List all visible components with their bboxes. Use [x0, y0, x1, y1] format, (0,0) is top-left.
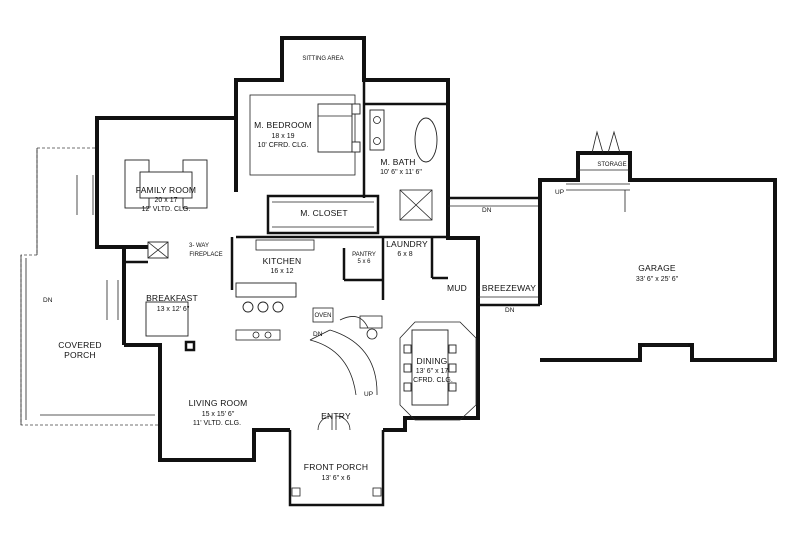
- exterior-walls: [95, 36, 480, 462]
- garage-size: 33' 6" x 25' 6": [636, 276, 679, 283]
- master-closet-walls: [266, 194, 380, 235]
- family-room-ceiling: 12' VLTD. CLG.: [142, 206, 191, 213]
- breakfast-label: BREAKFAST: [146, 293, 198, 303]
- family-room-furniture: [76, 159, 208, 215]
- storage-label: STORAGE: [597, 162, 626, 168]
- living-room-size: 15 x 15' 6": [202, 411, 235, 418]
- dn-marker-breezeway-south: DN: [505, 307, 515, 314]
- breakfast-furniture: [106, 280, 196, 352]
- dining-room: [399, 321, 477, 421]
- up-marker-garage: UP: [555, 189, 564, 196]
- master-bath-label: M. BATH: [380, 157, 415, 167]
- pantry-size: 5 x 6: [357, 259, 371, 265]
- master-bedroom-ceiling: 10' CFRD. CLG.: [258, 142, 309, 149]
- garage-label: GARAGE: [638, 263, 676, 273]
- master-bedroom-interior: [249, 80, 366, 198]
- dining-ceiling: CFRD. CLG.: [413, 377, 453, 384]
- master-bath-size: 10' 6" x 11' 6": [380, 169, 422, 176]
- dn-marker-breezeway-north: DN: [482, 207, 492, 214]
- oven-label: OVEN: [314, 313, 331, 319]
- entry-label: ENTRY: [321, 411, 351, 421]
- living-room-ceiling: 11' VLTD. CLG.: [193, 420, 241, 427]
- kitchen-fixtures: [235, 239, 315, 341]
- fireplace-label-line2: FIREPLACE: [189, 252, 222, 258]
- covered-porch-label-line2: PORCH: [64, 350, 96, 360]
- kitchen-size: 16 x 12: [271, 268, 294, 275]
- master-bath-fixtures: [364, 102, 448, 221]
- living-room-label: LIVING ROOM: [189, 398, 248, 408]
- front-porch: [288, 430, 385, 507]
- garage: [538, 130, 777, 362]
- pantry-label: PANTRY: [352, 252, 376, 258]
- master-closet-label: M. CLOSET: [300, 208, 348, 218]
- sitting-area-label: SITTING AREA: [302, 56, 343, 62]
- dining-size: 13' 6" x 17: [416, 368, 449, 375]
- laundry-size: 6 x 8: [397, 251, 412, 258]
- breezeway: [448, 196, 540, 307]
- dn-marker-porch: DN: [43, 297, 53, 304]
- master-bedroom-label: M. BEDROOM: [254, 120, 312, 130]
- family-room-label: FAMILY ROOM: [136, 185, 196, 195]
- mud-label: MUD: [447, 283, 467, 293]
- master-bedroom-size: 18 x 19: [272, 133, 295, 140]
- staircase: [309, 316, 378, 396]
- oven-and-powder: [312, 307, 383, 340]
- laundry-label: LAUNDRY: [386, 239, 428, 249]
- family-room-size: 20 x 17: [155, 197, 178, 204]
- dining-label: DINING: [417, 356, 448, 366]
- front-porch-size: 13' 6" x 6: [322, 475, 351, 482]
- fireplace-label-line1: 3- WAY: [189, 243, 209, 249]
- covered-porch-label-line1: COVERED: [58, 340, 101, 350]
- breakfast-size: 13 x 12' 6": [157, 306, 190, 313]
- kitchen-label: KITCHEN: [263, 256, 302, 266]
- dn-marker-stair: DN: [313, 331, 323, 338]
- entry-doors: [317, 415, 351, 431]
- front-porch-label: FRONT PORCH: [304, 462, 368, 472]
- breezeway-label: BREEZEWAY: [482, 283, 536, 293]
- covered-porch-outline: [20, 147, 160, 426]
- up-marker-stair: UP: [364, 391, 373, 398]
- fireplace: [147, 241, 169, 259]
